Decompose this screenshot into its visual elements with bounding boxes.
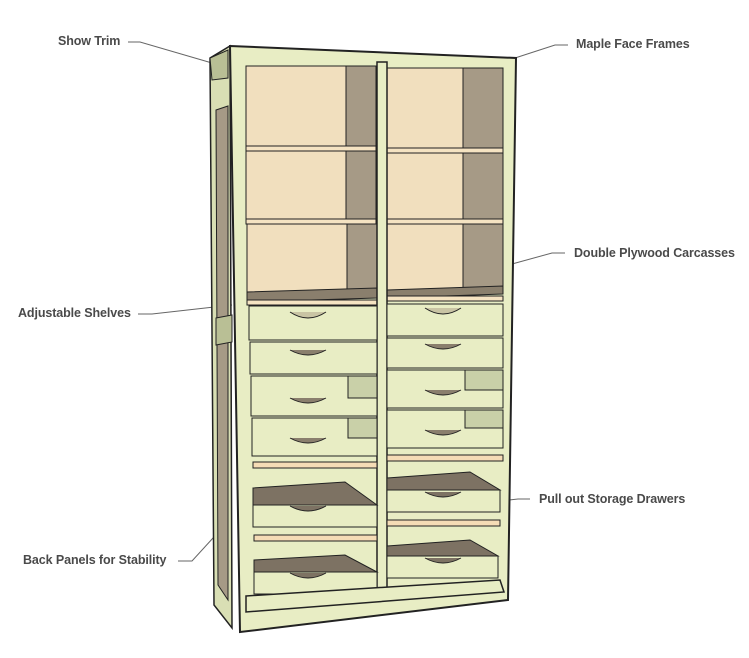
leader-maple-face-frames bbox=[514, 44, 568, 59]
center-stile bbox=[376, 61, 388, 598]
leader-double-plywood bbox=[511, 252, 565, 265]
label-double-plywood-carcasses: Double Plywood Carcasses bbox=[574, 246, 735, 260]
leader-lines bbox=[128, 41, 568, 562]
label-adjustable-shelves: Adjustable Shelves bbox=[18, 306, 131, 320]
right-bay-upper bbox=[386, 67, 504, 302]
cabinet-side bbox=[209, 44, 233, 631]
label-pull-out-storage-drawers: Pull out Storage Drawers bbox=[539, 492, 686, 506]
leader-show-trim bbox=[128, 41, 213, 64]
label-show-trim: Show Trim bbox=[58, 34, 121, 48]
label-back-panels-for-stability: Back Panels for Stability bbox=[23, 553, 167, 567]
left-bay-upper bbox=[245, 65, 378, 306]
leader-adjustable-shelves bbox=[138, 304, 233, 315]
bottom-rail bbox=[245, 579, 506, 613]
show-trim-block bbox=[209, 49, 229, 81]
label-maple-face-frames: Maple Face Frames bbox=[576, 37, 690, 51]
left-drawers bbox=[248, 305, 379, 595]
right-drawers bbox=[386, 303, 504, 579]
